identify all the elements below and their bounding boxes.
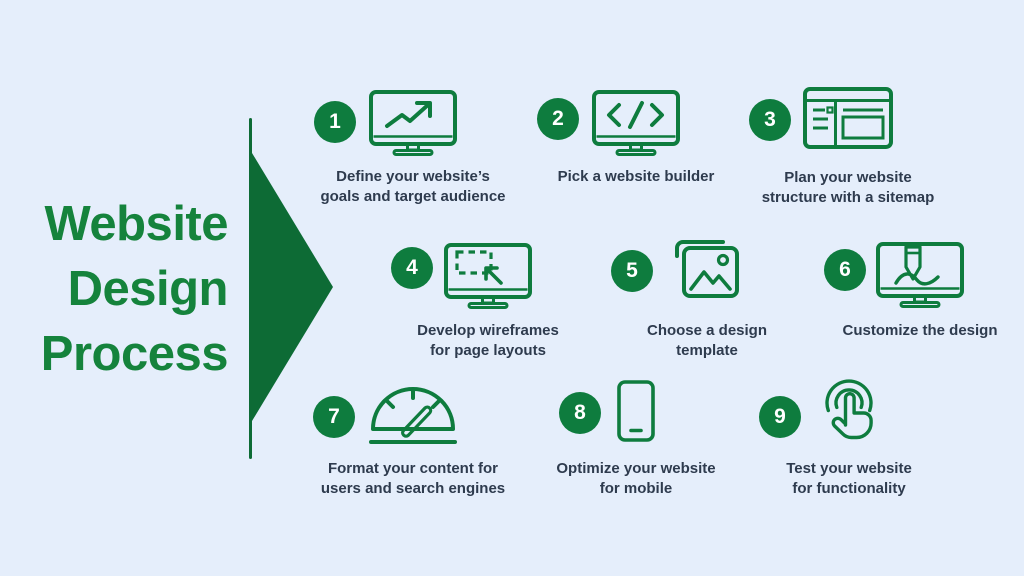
step-caption: Define your website’s goals and target au… <box>283 167 543 207</box>
customize-monitor-icon <box>876 242 964 308</box>
step-caption-line: for functionality <box>792 480 906 497</box>
step-caption-line: Choose a design <box>646 322 768 339</box>
step-caption-line: Format your content for <box>327 460 498 477</box>
step-caption-line: for mobile <box>599 480 673 497</box>
divider-line <box>249 118 252 459</box>
step-number: 1 <box>329 110 341 133</box>
step-number: 3 <box>764 108 776 131</box>
code-monitor-icon <box>592 90 680 156</box>
step-number: 2 <box>552 107 564 130</box>
step-caption: Plan your website structure with a sitema… <box>718 168 978 208</box>
step-number-badge: 5 <box>611 250 653 292</box>
step-caption-line: Optimize your website <box>556 460 716 477</box>
step-number: 7 <box>328 405 340 428</box>
step-caption-line: template <box>676 342 738 359</box>
step-caption: Optimize your website for mobile <box>506 459 766 499</box>
step-caption: Test your website for functionality <box>719 459 979 499</box>
step-number-badge: 7 <box>313 396 355 438</box>
step-number: 9 <box>774 405 786 428</box>
step-caption-line: Customize the design <box>842 322 998 339</box>
step-caption: Pick a website builder <box>506 167 766 187</box>
step-caption-line: Test your website <box>786 460 912 477</box>
step-caption: Format your content for users and search … <box>283 459 543 499</box>
design-template-icon <box>673 238 741 300</box>
wireframe-monitor-icon <box>444 243 532 309</box>
step-number: 6 <box>839 258 851 281</box>
step-caption-line: Pick a website builder <box>557 168 715 185</box>
step-number-badge: 9 <box>759 396 801 438</box>
step-caption: Customize the design <box>790 321 1024 341</box>
title-line-3: Process <box>40 327 229 381</box>
step-number-badge: 2 <box>537 98 579 140</box>
step-caption-line: structure with a sitemap <box>761 189 935 206</box>
analytics-monitor-icon <box>369 90 457 156</box>
infographic-title: Website Design Process <box>20 192 229 387</box>
step-caption-line: Define your website’s <box>336 168 490 185</box>
speedometer-icon <box>365 383 461 445</box>
sitemap-browser-icon <box>803 87 893 149</box>
step-number: 8 <box>574 401 586 424</box>
step-caption-line: for page layouts <box>430 342 546 359</box>
step-number: 5 <box>626 259 638 282</box>
step-caption: Develop wireframes for page layouts <box>358 321 618 361</box>
title-line-2: Design <box>67 262 229 316</box>
step-number-badge: 8 <box>559 392 601 434</box>
title-line-1: Website <box>44 197 229 251</box>
step-number-badge: 1 <box>314 101 356 143</box>
step-caption-line: Plan your website <box>784 169 912 186</box>
step-caption: Choose a design template <box>577 321 837 361</box>
tap-gesture-icon <box>821 377 877 443</box>
step-number-badge: 3 <box>749 99 791 141</box>
step-caption-line: Develop wireframes <box>417 322 559 339</box>
step-number-badge: 6 <box>824 249 866 291</box>
mobile-phone-icon <box>617 380 655 442</box>
step-number: 4 <box>406 256 418 279</box>
step-caption-line: goals and target audience <box>320 188 506 205</box>
step-caption-line: users and search engines <box>320 480 506 497</box>
step-number-badge: 4 <box>391 247 433 289</box>
